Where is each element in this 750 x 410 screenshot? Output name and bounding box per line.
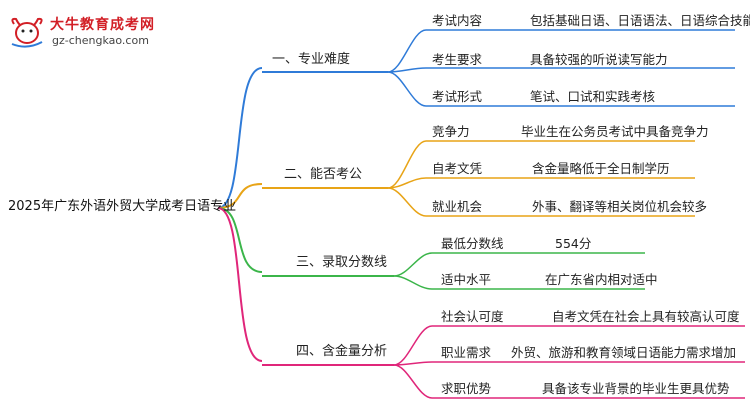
leaf-moderate-level: 适中水平 [441, 272, 492, 287]
site-logo: 大牛教育成考网 gz-chengkao.com [8, 14, 218, 50]
leaf-job-opportunities: 就业机会 [432, 199, 483, 214]
value-career-demand: 外贸、旅游和教育领域日语能力需求增加 [511, 345, 737, 360]
root-topic: 2025年广东外语外贸大学成考日语专业 [8, 199, 237, 214]
leaf-candidate-requirement: 考生要求 [432, 52, 483, 67]
value-candidate-requirement: 具备较强的听说读写能力 [530, 52, 668, 67]
logo-brand-text: 大牛教育成考网 [50, 17, 155, 33]
connector-branch-4-item-1 [393, 325, 433, 366]
value-exam-content: 包括基础日语、日语语法、日语综合技能 [530, 13, 750, 28]
leaf-social-recognition: 社会认可度 [441, 309, 504, 324]
branch-civil-service: 二、能否考公 [284, 167, 363, 182]
connector-branch-3-item-2 [393, 275, 433, 290]
leaf-exam-format: 考试形式 [432, 89, 483, 104]
leaf-career-demand: 职业需求 [441, 345, 492, 360]
connector-root-branch-3 [217, 207, 263, 273]
leaf-minimum-score: 最低分数线 [441, 236, 504, 251]
value-job-advantage: 具备该专业背景的毕业生更具优势 [542, 381, 730, 396]
value-social-recognition: 自考文凭在社会上具有较高认可度 [552, 309, 740, 324]
value-exam-format: 笔试、口试和实践考核 [530, 89, 656, 104]
value-self-study-diploma: 含金量略低于全日制学历 [532, 161, 670, 176]
leaf-self-study-diploma: 自考文凭 [432, 161, 483, 176]
connector-branch-4-item-3 [393, 364, 433, 399]
bull-logo-icon [11, 17, 43, 48]
branch-admission-score: 三、录取分数线 [296, 255, 388, 270]
connector-root-branch-1 [217, 67, 263, 209]
branch-difficulty: 一、专业难度 [272, 52, 351, 67]
connector-branch-2-item-2 [387, 177, 427, 189]
connector-branch-3-item-1 [393, 252, 433, 277]
leaf-job-advantage: 求职优势 [441, 381, 492, 396]
leaf-exam-content: 考试内容 [432, 13, 483, 28]
connector-branch-1-item-1 [387, 29, 427, 73]
connector-root-branch-2 [217, 183, 263, 209]
connector-branch-1-item-3 [387, 71, 427, 107]
value-moderate-level: 在广东省内相对适中 [545, 272, 658, 287]
value-competitiveness: 毕业生在公务员考试中具备竞争力 [521, 124, 709, 139]
connector-branch-2-item-3 [387, 187, 427, 217]
value-minimum-score: 554分 [555, 236, 592, 251]
value-job-opportunities: 外事、翻译等相关岗位机会较多 [532, 199, 708, 214]
connector-branch-2-item-1 [387, 140, 427, 189]
branch-value-analysis: 四、含金量分析 [296, 344, 388, 359]
logo-site-text: gz-chengkao.com [52, 34, 149, 47]
leaf-competitiveness: 竞争力 [432, 124, 470, 139]
connector-root-branch-4 [217, 207, 263, 362]
